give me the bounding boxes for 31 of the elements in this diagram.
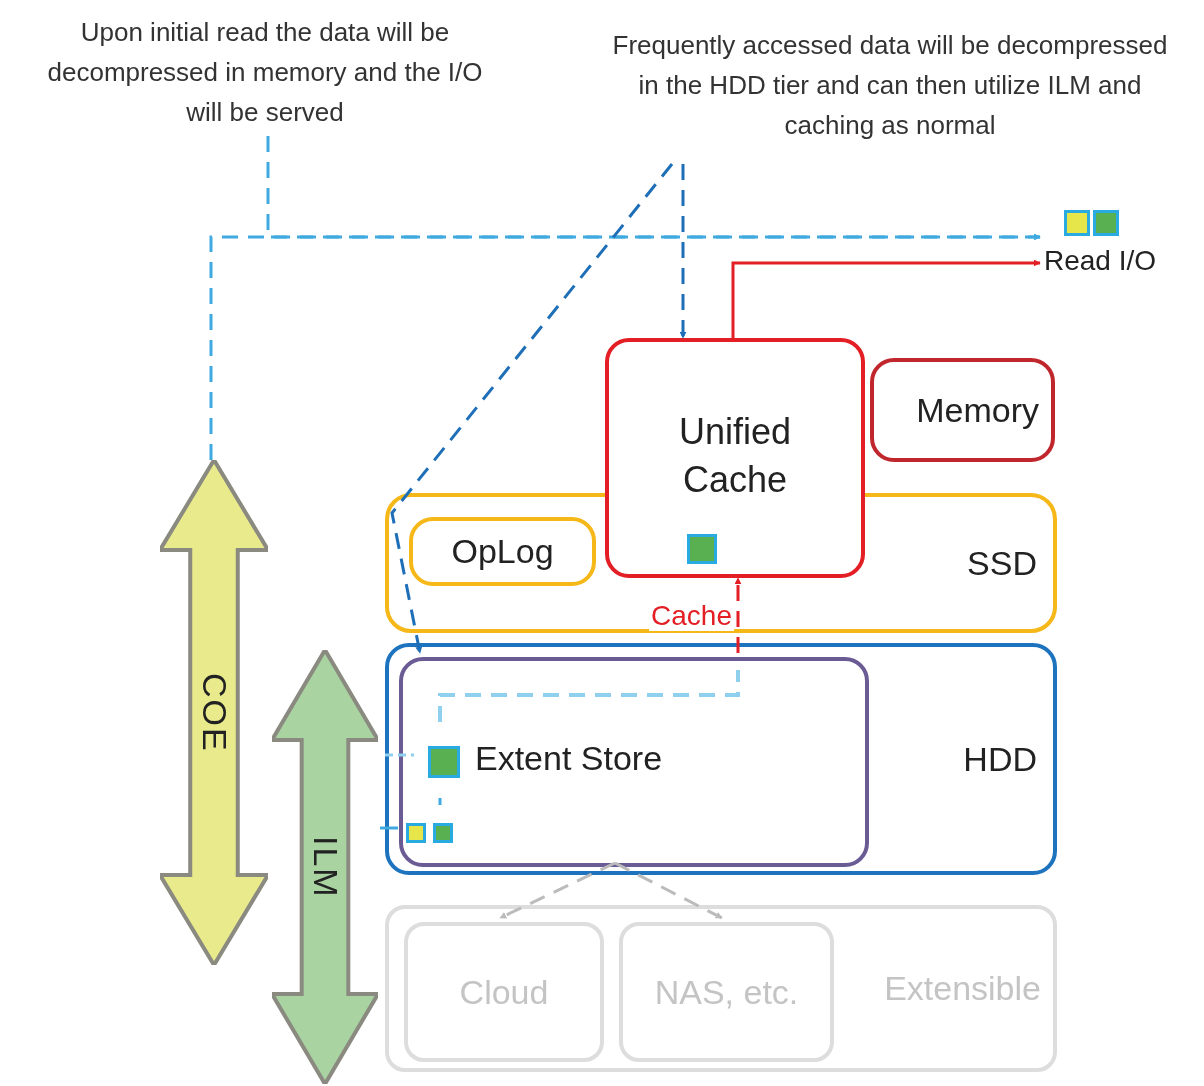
arrow	[499, 861, 616, 920]
node-label: Upon initial read the data will be decompressed in memory and the I/O will be served	[46, 16, 484, 129]
unified-cache-box	[605, 338, 865, 578]
node-label: SSD	[967, 542, 1037, 584]
node-label: Extensible	[884, 968, 1041, 1009]
node-label: OpLog	[451, 531, 554, 572]
cloud-box	[404, 922, 604, 1062]
node-label: NAS, etc.	[654, 971, 799, 1013]
node-label: Memory	[916, 389, 1039, 431]
arrow	[209, 233, 1041, 460]
node-label: Read I/O	[1044, 244, 1157, 278]
node-label: Extent Store	[475, 738, 663, 779]
double-headed-banner	[272, 650, 378, 1084]
hdd-tier-band	[385, 643, 1057, 875]
banner-label: ILM	[305, 835, 346, 899]
extent-store-box	[399, 657, 869, 867]
extensible-tier-band	[385, 905, 1057, 1072]
double-headed-banner	[160, 460, 268, 965]
node-label: Frequently accessed data will be decompressed in the HDD tier and can then utilize ILM and caching as normal	[611, 29, 1169, 142]
banner-label: COE	[194, 672, 235, 753]
arrow	[734, 577, 742, 653]
arrow	[614, 861, 723, 920]
arrow	[390, 163, 674, 654]
nas-box	[619, 922, 834, 1062]
oplog-box	[409, 517, 596, 586]
memory-tier-band	[870, 358, 1055, 462]
node-label: Cloud	[459, 971, 549, 1013]
node-label: HDD	[963, 738, 1037, 780]
arrow	[679, 164, 687, 339]
node-label: Unified Cache	[677, 410, 793, 502]
arrow	[731, 259, 1041, 338]
